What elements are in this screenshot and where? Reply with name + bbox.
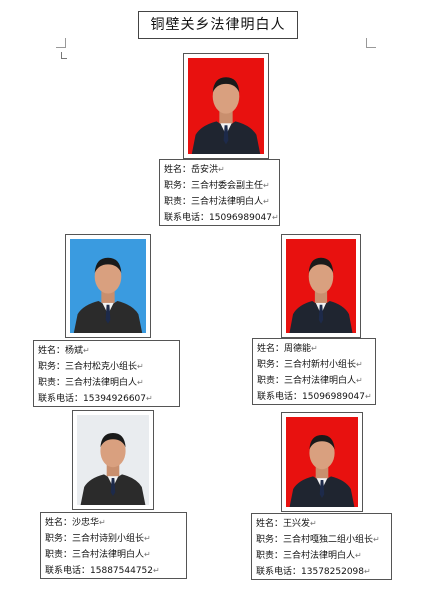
person-phone: 15887544752 (90, 566, 154, 576)
position-row: 职务：三合村嘎独二组小组长↵ (256, 535, 380, 545)
portrait-frame (281, 412, 363, 512)
person-position: 三合村新村小组长 (284, 360, 357, 370)
info-card: 姓名：周德能↵ 职务：三合村新村小组长↵ 职责：三合村法律明白人↵ 联系电话：1… (252, 338, 376, 405)
info-card: 姓名：王兴发↵ 职务：三合村嘎独二组小组长↵ 职责：三合村法律明白人↵ 联系电话… (251, 513, 392, 580)
info-card: 姓名：岳安洪↵ 职务：三合村委会副主任↵ 职责：三合村法律明白人↵ 联系电话：1… (159, 159, 280, 226)
phone-row: 联系电话：15394926607↵ (38, 394, 153, 404)
person-name: 岳安洪 (191, 165, 219, 175)
name-row: 姓名：沙忠华↵ (45, 518, 106, 528)
person-name: 王兴发 (283, 519, 311, 529)
portrait-frame (183, 53, 269, 159)
text-cursor-mark (61, 52, 67, 59)
person-duty: 三合村法律明白人 (283, 551, 356, 561)
name-row: 姓名：周德能↵ (257, 344, 318, 354)
phone-row: 联系电话：15887544752↵ (45, 566, 160, 576)
position-row: 职务：三合村诗别小组长↵ (45, 534, 151, 544)
portrait-photo (286, 417, 358, 507)
person-duty: 三合村法律明白人 (65, 378, 138, 388)
person-position: 三合村诗别小组长 (72, 534, 145, 544)
person-name: 沙忠华 (72, 518, 100, 528)
name-row: 姓名：杨斌↵ (38, 346, 90, 356)
person-name: 杨斌 (65, 346, 84, 356)
person-name: 周德能 (284, 344, 312, 354)
person-position: 三合村松克小组长 (65, 362, 138, 372)
phone-row: 联系电话：13578252098↵ (256, 567, 371, 577)
duty-row: 职责：三合村法律明白人↵ (45, 550, 151, 560)
person-phone: 15096989047 (209, 213, 273, 223)
portrait-photo (286, 239, 356, 333)
margin-corner-mark (366, 38, 376, 48)
portrait-frame (281, 234, 361, 338)
portrait-frame (72, 410, 154, 510)
person-duty: 三合村法律明白人 (72, 550, 145, 560)
duty-row: 职责：三合村法律明白人↵ (256, 551, 362, 561)
person-duty: 三合村法律明白人 (191, 197, 264, 207)
name-row: 姓名：王兴发↵ (256, 519, 317, 529)
phone-row: 联系电话：15096989047↵ (257, 392, 372, 402)
person-duty: 三合村法律明白人 (284, 376, 357, 386)
info-card: 姓名：杨斌↵ 职务：三合村松克小组长↵ 职责：三合村法律明白人↵ 联系电话：15… (33, 340, 180, 407)
portrait-photo (188, 58, 264, 154)
position-row: 职务：三合村松克小组长↵ (38, 362, 144, 372)
person-position: 三合村嘎独二组小组长 (283, 535, 374, 545)
person-phone: 13578252098 (301, 567, 365, 577)
duty-row: 职责：三合村法律明白人↵ (38, 378, 144, 388)
margin-corner-mark (56, 38, 66, 48)
portrait-photo (70, 239, 146, 333)
duty-row: 职责：三合村法律明白人↵ (257, 376, 363, 386)
person-phone: 15394926607 (83, 394, 147, 404)
document-title: 铜壁关乡法律明白人 (138, 11, 298, 39)
info-card: 姓名：沙忠华↵ 职务：三合村诗别小组长↵ 职责：三合村法律明白人↵ 联系电话：1… (40, 512, 187, 579)
position-row: 职务：三合村新村小组长↵ (257, 360, 363, 370)
person-phone: 15096989047 (302, 392, 366, 402)
person-position: 三合村委会副主任 (191, 181, 264, 191)
portrait-photo (77, 415, 149, 505)
phone-row: 联系电话：15096989047↵ (164, 213, 279, 223)
name-row: 姓名：岳安洪↵ (164, 165, 225, 175)
position-row: 职务：三合村委会副主任↵ (164, 181, 270, 191)
duty-row: 职责：三合村法律明白人↵ (164, 197, 270, 207)
portrait-frame (65, 234, 151, 338)
